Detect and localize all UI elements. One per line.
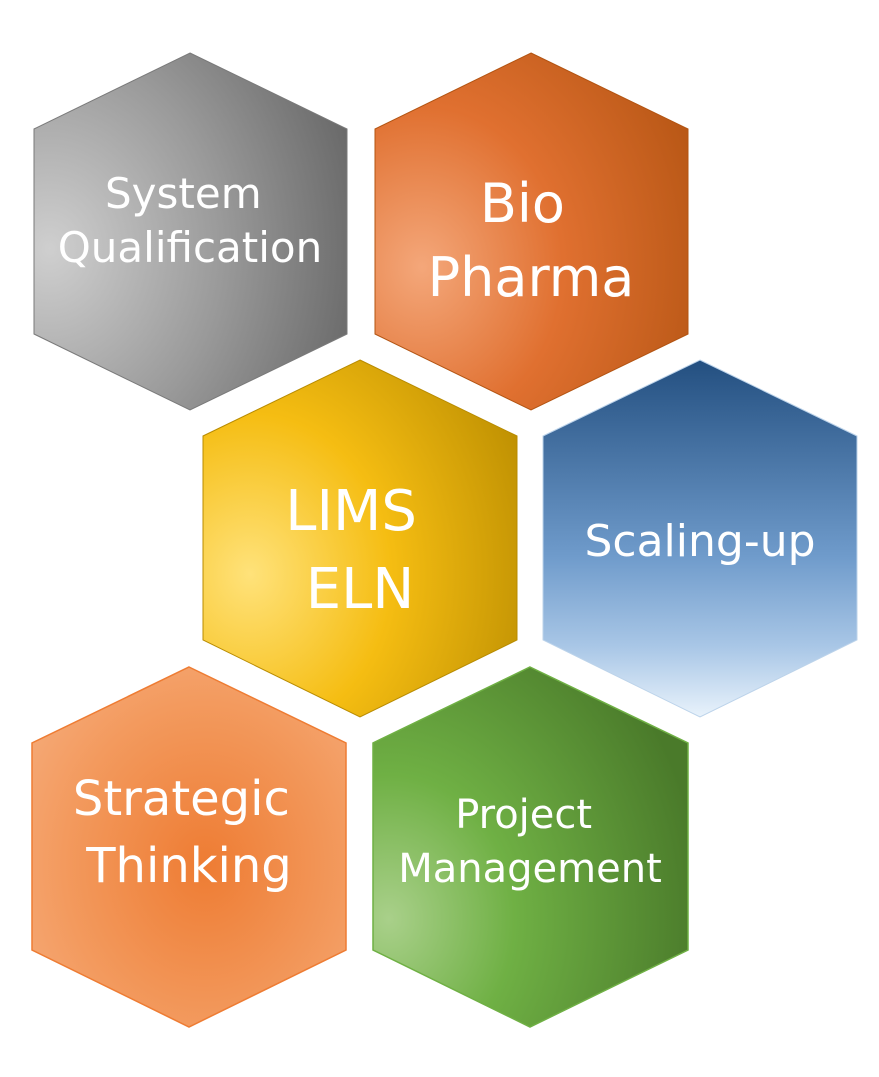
hexagon-shape [202, 359, 518, 718]
hexagon-shape [33, 52, 348, 411]
hex-label-line: Scaling-up [584, 516, 815, 567]
hex-label-scaling-up: Scaling-up [584, 516, 815, 567]
hex-label-line: Bio [480, 172, 565, 235]
hex-label-line: Qualification [58, 223, 323, 272]
hex-bio-pharma: Bio Pharma [374, 52, 689, 411]
hex-label-line: System [105, 169, 262, 218]
hex-lims-eln: LIMS ELN [202, 359, 518, 718]
hex-strategic-thinking: Strategic Thinking [31, 666, 347, 1028]
hexagon-shape [542, 359, 858, 718]
hex-label-lims-eln: LIMS ELN [285, 479, 434, 622]
hex-label-line: Management [398, 846, 662, 892]
hex-label-strategic-thinking: Strategic Thinking [73, 771, 305, 894]
hexagon-shape [374, 52, 689, 411]
hex-label-bio-pharma: Bio Pharma [428, 172, 635, 309]
hex-label-line: LIMS [285, 479, 417, 544]
hex-label-system-qualification: System Qualification [58, 169, 323, 272]
hexagon-shape [372, 666, 689, 1028]
hex-label-line: ELN [306, 557, 414, 622]
hex-label-line: Project [455, 792, 592, 838]
hex-system-qualification: System Qualification [33, 52, 348, 411]
hex-label-project-management: Project Management [398, 792, 662, 892]
hex-project-management: Project Management [372, 666, 689, 1028]
hex-label-line: Strategic [73, 771, 290, 827]
hexagon-shape [31, 666, 347, 1028]
hex-scaling-up: Scaling-up [542, 359, 858, 718]
hex-label-line: Thinking [85, 838, 292, 894]
hex-label-line: Pharma [428, 246, 635, 309]
